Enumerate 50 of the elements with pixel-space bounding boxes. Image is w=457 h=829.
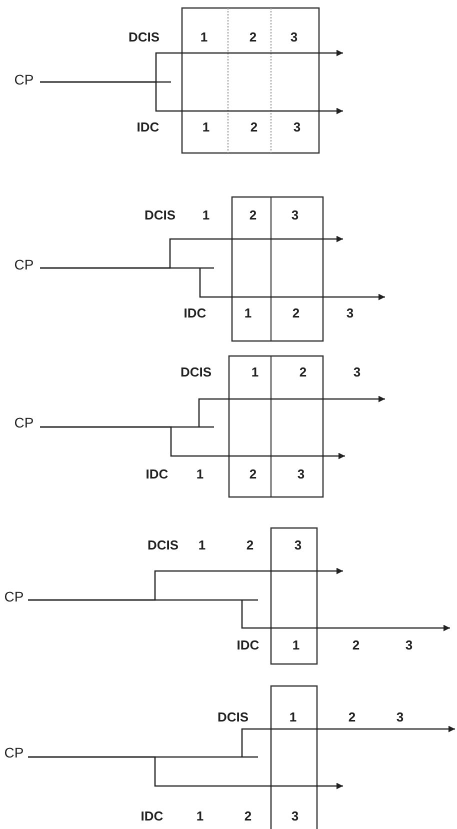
stage-number: 3: [294, 538, 302, 552]
arrow: [28, 756, 343, 790]
stage-number: 1: [251, 364, 259, 380]
stage-number: 1: [196, 466, 204, 482]
row-label: IDC: [146, 466, 168, 482]
stage-number: 2: [352, 638, 360, 652]
stage-number: 2: [249, 208, 257, 222]
stage-number: 3: [290, 30, 298, 44]
row-label: DCIS: [144, 208, 176, 222]
row-label: DCIS: [128, 30, 160, 44]
arrow: [40, 426, 345, 460]
stage-number: 3: [353, 364, 361, 380]
stage-number: 1: [202, 208, 210, 222]
stage-number: 3: [297, 466, 305, 482]
stage-number: 1: [289, 710, 297, 724]
stage-number: 3: [396, 710, 404, 724]
stage-number: 3: [405, 638, 413, 652]
node-label: CP: [14, 72, 34, 88]
stage-number: 3: [346, 306, 354, 320]
row-label: IDC: [140, 808, 164, 824]
stage-number: 1: [200, 30, 208, 44]
node-label: CP: [4, 746, 24, 760]
node-label: CP: [14, 416, 34, 430]
stage-number: 2: [348, 710, 356, 724]
row-label: DCIS: [217, 710, 249, 724]
stage-number: 2: [246, 538, 254, 552]
stage-number: 2: [250, 120, 258, 134]
row-label: IDC: [136, 120, 160, 134]
stage-number: 1: [292, 638, 300, 652]
stage-number: 1: [244, 306, 252, 320]
arrow: [39, 267, 386, 300]
node-label: CP: [14, 258, 34, 272]
stage-number: 1: [202, 120, 210, 134]
stage-number: 3: [291, 808, 299, 824]
row-label: DCIS: [147, 538, 179, 552]
stage-number: 2: [249, 466, 257, 482]
row-label: DCIS: [180, 364, 212, 380]
stage-number: 1: [196, 808, 204, 824]
row-label: IDC: [184, 306, 206, 320]
stage-number: 1: [198, 538, 206, 552]
stage-number: 3: [291, 208, 299, 222]
stage-number: 2: [249, 30, 257, 44]
stage-number: 2: [299, 364, 307, 380]
node-label: CP: [4, 590, 24, 604]
arrow: [27, 599, 451, 632]
arrow: [40, 81, 343, 114]
stage-number: 2: [292, 306, 300, 320]
stage-number: 2: [244, 808, 252, 824]
row-label: IDC: [236, 638, 260, 652]
stage-number: 3: [293, 120, 301, 134]
